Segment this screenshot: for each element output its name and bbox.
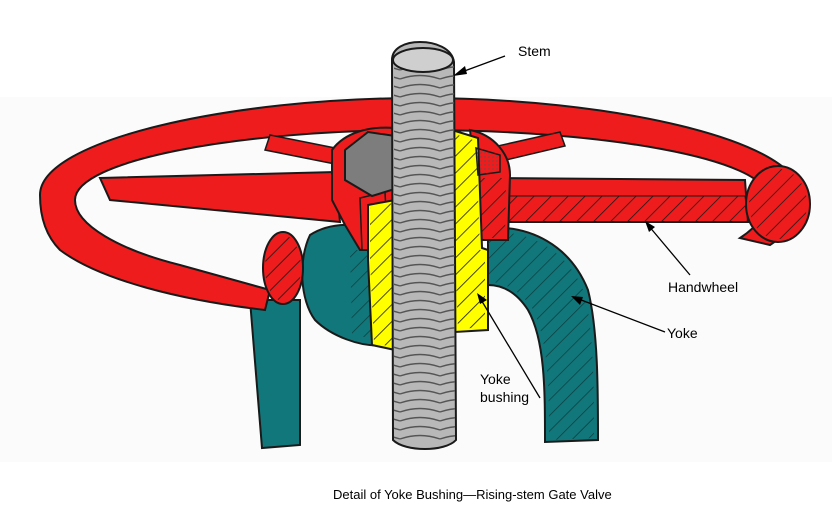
stem — [390, 40, 458, 450]
label-yoke-bushing-line2: bushing — [480, 389, 529, 405]
figure-caption: Detail of Yoke Bushing—Rising-stem Gate … — [333, 487, 612, 502]
stem-top — [392, 47, 454, 73]
bushing-packing — [475, 146, 501, 176]
handwheel-left-spoke — [98, 170, 342, 224]
handwheel-right-spoke-hatch — [487, 195, 749, 223]
handwheel-arrowhead — [645, 221, 655, 232]
label-yoke: Yoke — [667, 325, 698, 341]
yoke — [248, 223, 600, 450]
yoke-bushing-left-hatch — [370, 203, 393, 347]
label-stem: Stem — [518, 43, 551, 59]
yoke-right-hatch — [488, 231, 594, 440]
yoke-arrowhead — [571, 296, 583, 305]
label-handwheel: Handwheel — [668, 279, 738, 295]
stem-arrowhead — [453, 66, 467, 76]
handwheel-right-rim-hatch — [749, 169, 807, 239]
bushing-arrowhead — [477, 293, 487, 304]
handwheel-hub-right-hatch — [478, 178, 506, 238]
stem-leader — [458, 55, 506, 74]
stem-threads — [394, 62, 455, 440]
leader-lines — [453, 55, 691, 399]
handwheel-leader — [647, 224, 691, 276]
yoke-leader — [575, 297, 666, 333]
handwheel-left-rim-hatch — [265, 235, 301, 301]
bushing-leader — [479, 297, 541, 399]
handwheel-rim — [38, 96, 802, 312]
yoke-bushing — [367, 128, 501, 352]
label-yoke-bushing-line1: Yoke — [480, 371, 511, 387]
yoke-bushing-right-hatch — [455, 134, 485, 329]
